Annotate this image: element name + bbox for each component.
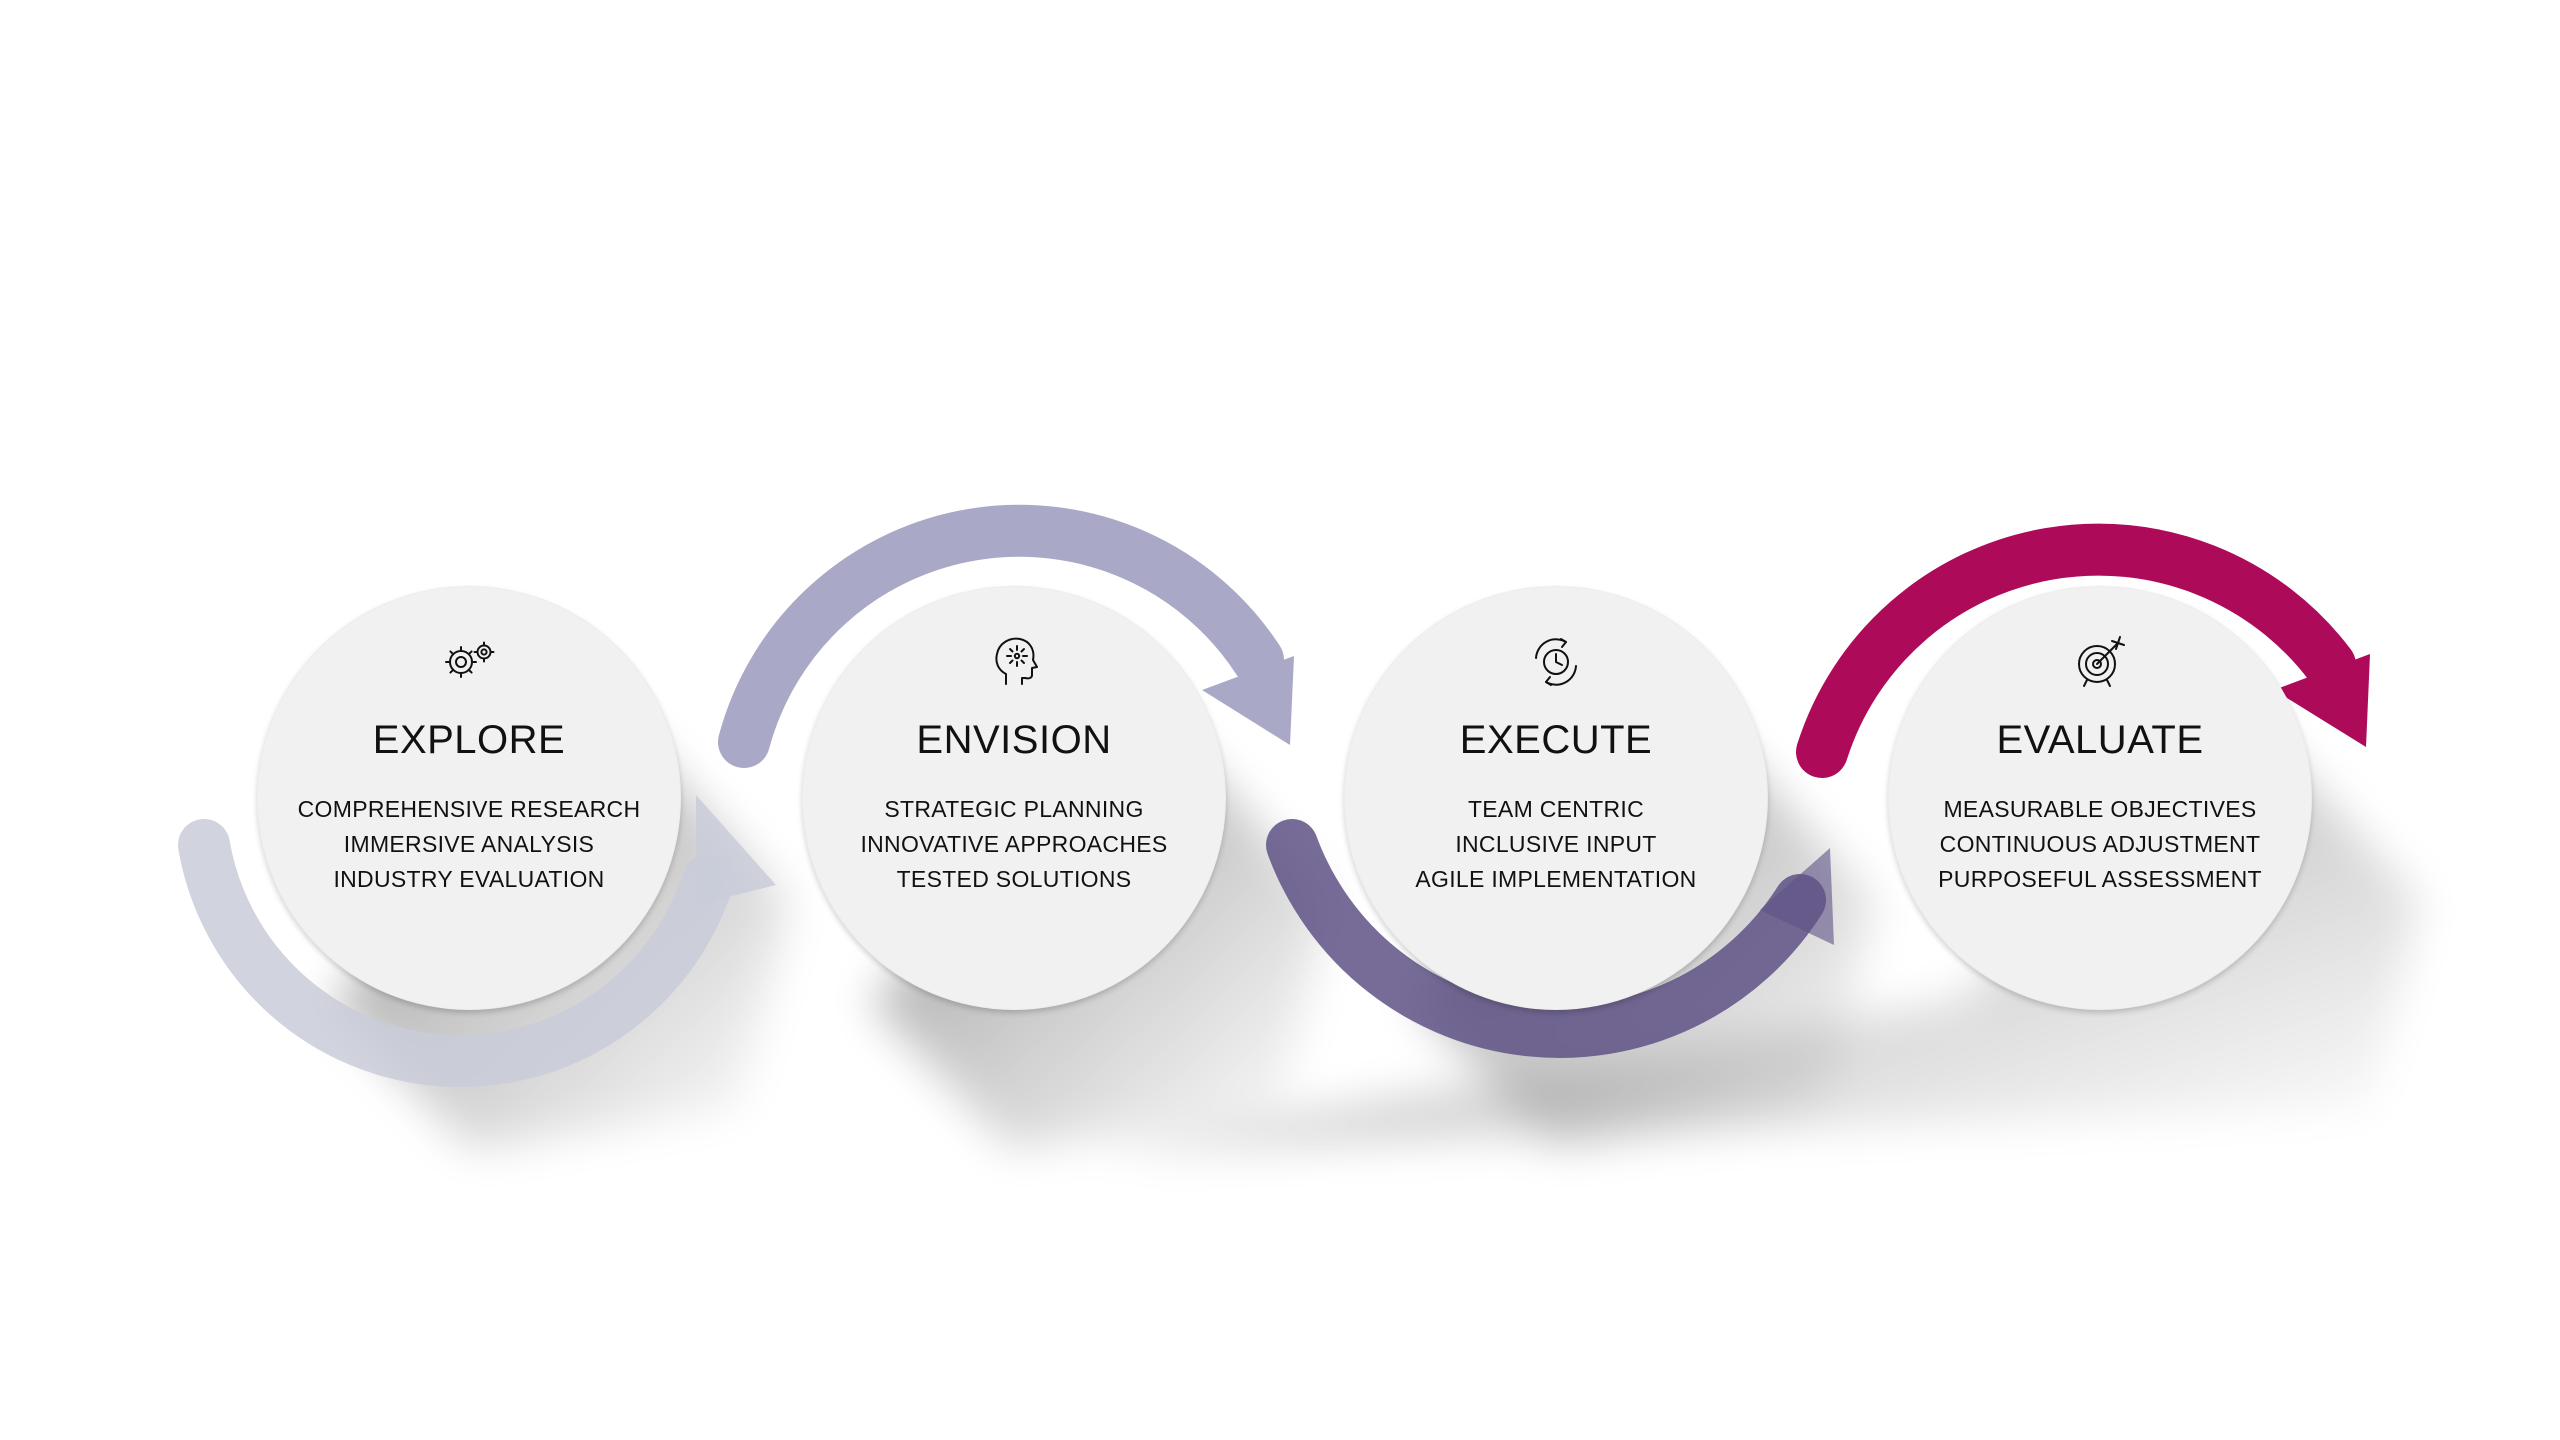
arrow-4-arc xyxy=(1796,523,2356,778)
step-title: EVALUATE xyxy=(1996,718,2204,762)
step-item: INNOVATIVE APPROACHES xyxy=(860,831,1168,857)
arrow-2-head xyxy=(1202,656,1294,745)
step-title: EXPLORE xyxy=(372,718,566,762)
step-item: INDUSTRY EVALUATION xyxy=(333,866,605,892)
step-item: COMPREHENSIVE RESEARCH xyxy=(297,796,641,822)
step-title: EXECUTE xyxy=(1459,718,1653,762)
step-item: IMMERSIVE ANALYSIS xyxy=(343,831,595,857)
step-item: TEAM CENTRIC xyxy=(1467,796,1645,822)
arrow-1-arc xyxy=(178,819,734,1088)
step-item: CONTINUOUS ADJUSTMENT xyxy=(1939,831,2261,857)
step-evaluate: EVALUATE MEASURABLE OBJECTIVES CONTINUOU… xyxy=(1888,586,2312,1010)
arrow-3-head xyxy=(1760,848,1834,945)
step-envision: ENVISION STRATEGIC PLANNING INNOVATIVE A… xyxy=(802,586,1226,1010)
step-item: TESTED SOLUTIONS xyxy=(896,866,1132,892)
step-items: STRATEGIC PLANNING INNOVATIVE APPROACHES… xyxy=(802,792,1226,897)
step-explore: EXPLORE COMPREHENSIVE RESEARCH IMMERSIVE… xyxy=(257,586,681,1010)
step-item: STRATEGIC PLANNING xyxy=(884,796,1144,822)
step-items: TEAM CENTRIC INCLUSIVE INPUT AGILE IMPLE… xyxy=(1344,792,1768,897)
arrows xyxy=(178,504,2370,1088)
step-item: MEASURABLE OBJECTIVES xyxy=(1943,796,2257,822)
step-item: PURPOSEFUL ASSESSMENT xyxy=(1938,866,2262,892)
gears-icon xyxy=(439,630,499,690)
arrow-4-head xyxy=(2274,654,2370,747)
step-item: INCLUSIVE INPUT xyxy=(1455,831,1657,857)
head-idea-icon xyxy=(984,630,1044,690)
step-title: ENVISION xyxy=(916,718,1112,762)
step-items: COMPREHENSIVE RESEARCH IMMERSIVE ANALYSI… xyxy=(257,792,681,897)
step-execute: EXECUTE TEAM CENTRIC INCLUSIVE INPUT AGI… xyxy=(1344,586,1768,1010)
arrow-3-arc xyxy=(1266,819,1826,1058)
arrow-2-arc xyxy=(718,504,1284,768)
step-items: MEASURABLE OBJECTIVES CONTINUOUS ADJUSTM… xyxy=(1888,792,2312,897)
clock-cycle-icon xyxy=(1526,630,1586,690)
cast-shadow-4 xyxy=(1100,720,2420,1150)
target-icon xyxy=(2070,630,2130,690)
arrow-1-head xyxy=(696,795,776,905)
step-item: AGILE IMPLEMENTATION xyxy=(1415,866,1697,892)
